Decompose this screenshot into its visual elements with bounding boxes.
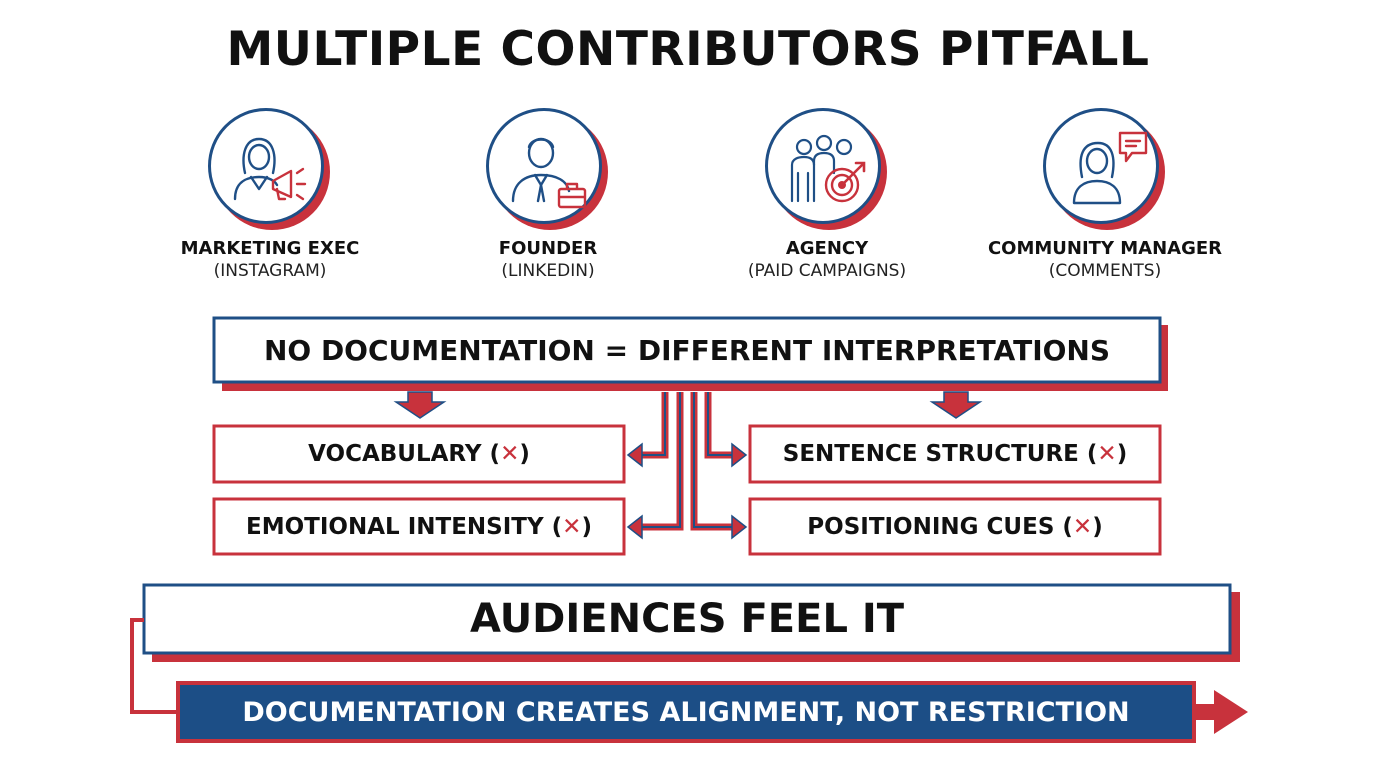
box-sentence-structure <box>748 424 1162 484</box>
page-title: MULTIPLE CONTRIBUTORS PITFALL <box>226 22 1150 77</box>
center-connector-pipes <box>640 392 732 531</box>
arrowhead-positioning <box>731 514 748 540</box>
main-box-label: NO DOCUMENTATION = DIFFERENT INTERPRETAT… <box>263 333 1111 367</box>
arrowhead-vocabulary <box>626 442 643 468</box>
role-disc <box>1043 108 1167 232</box>
x-mark-icon: ✕ <box>500 441 520 467</box>
box-positioning-cues <box>748 497 1162 556</box>
elbow-connector <box>130 618 178 714</box>
role-channel: (COMMENTS) <box>1048 261 1162 281</box>
role-name: MARKETING EXEC <box>180 238 360 259</box>
role-marketing-exec: MARKETING EXEC (INSTAGRAM) <box>120 108 420 281</box>
role-name: FOUNDER <box>498 238 598 259</box>
main-box <box>212 316 1162 384</box>
sentence-structure-label: SENTENCE STRUCTURE (✕) <box>782 441 1128 467</box>
audience-box-label: AUDIENCES FEEL IT <box>469 596 905 642</box>
role-name: COMMUNITY MANAGER <box>987 238 1223 259</box>
emotional-intensity-label: EMOTIONAL INTENSITY (✕) <box>246 513 592 540</box>
woman-speech-bubble-icon <box>1072 131 1148 205</box>
arrowhead-emotional <box>626 514 643 540</box>
arrowhead-sentence <box>731 442 748 468</box>
role-channel: (PAID CAMPAIGNS) <box>747 261 907 281</box>
role-founder: FOUNDER (LINKEDIN) <box>398 108 698 281</box>
banner-arrow <box>1196 690 1248 734</box>
positioning-cues-label: POSITIONING CUES (✕) <box>807 513 1103 540</box>
role-channel: (LINKEDIN) <box>501 261 595 281</box>
role-community-manager: COMMUNITY MANAGER (COMMENTS) <box>955 108 1255 281</box>
role-disc <box>486 108 610 232</box>
x-mark-icon: ✕ <box>562 513 582 540</box>
banner-label: DOCUMENTATION CREATES ALIGNMENT, NOT RES… <box>242 696 1130 728</box>
role-disc <box>765 108 889 232</box>
role-channel: (INSTAGRAM) <box>213 261 327 281</box>
banner <box>180 685 1192 739</box>
box-vocabulary <box>212 424 626 484</box>
x-mark-icon: ✕ <box>1072 513 1093 540</box>
businessman-briefcase-icon <box>511 137 587 209</box>
audience-box <box>142 583 1232 655</box>
box-emotional-intensity <box>212 497 626 556</box>
down-arrow-right <box>929 391 983 419</box>
role-disc <box>208 108 332 232</box>
role-name: AGENCY <box>785 238 869 259</box>
role-agency: AGENCY (PAID CAMPAIGNS) <box>677 108 977 281</box>
woman-megaphone-icon <box>233 137 307 201</box>
x-mark-icon: ✕ <box>1097 441 1117 467</box>
down-arrow-left <box>393 391 447 419</box>
vocabulary-label: VOCABULARY (✕) <box>308 441 530 467</box>
team-target-icon <box>790 134 866 203</box>
